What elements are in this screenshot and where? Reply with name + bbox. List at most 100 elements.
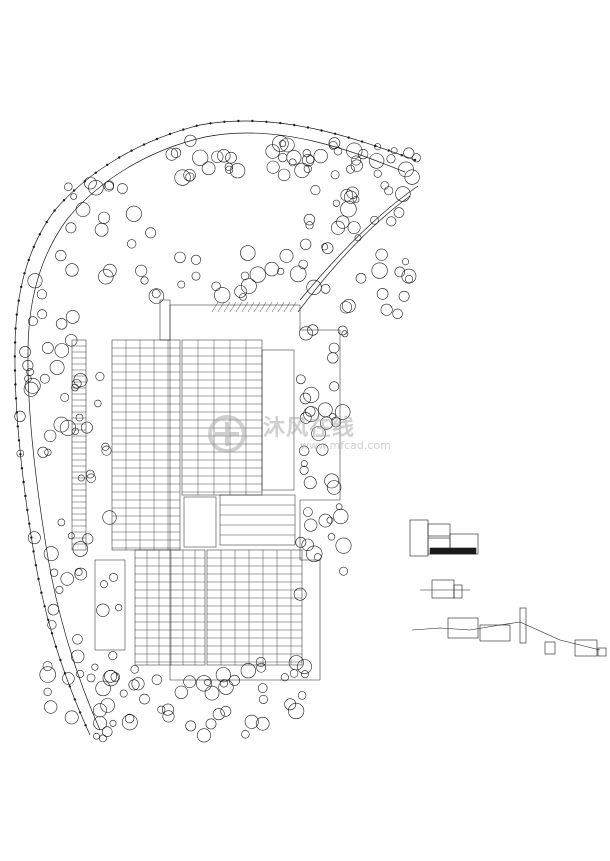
road-marker-dot <box>20 285 23 289</box>
tree-symbol <box>395 186 411 202</box>
tree-symbol <box>299 465 309 475</box>
tree-symbol <box>54 343 69 358</box>
tree-symbol <box>330 170 340 180</box>
tree-symbol <box>55 250 67 262</box>
tree-symbol <box>240 271 250 281</box>
road-marker-dot <box>24 494 27 498</box>
tree-symbol <box>401 268 417 284</box>
road-marker-dot <box>195 124 198 128</box>
tree-symbol <box>101 726 113 738</box>
tree-symbol <box>271 135 289 152</box>
tree-symbol <box>101 442 110 451</box>
tree-symbol <box>303 164 312 173</box>
parking-stripe <box>271 301 279 313</box>
tree-symbol <box>306 545 323 562</box>
road-marker-dot <box>251 119 254 123</box>
tree-symbol <box>328 140 338 150</box>
tree-symbol <box>95 371 105 381</box>
road-marker-dot <box>63 672 67 675</box>
tree-symbol <box>280 673 289 682</box>
tree-symbol <box>299 392 312 405</box>
tree-symbol <box>286 150 302 166</box>
road-marker-dot <box>155 137 159 141</box>
tree-symbol <box>305 221 314 230</box>
tree-symbol <box>84 176 97 190</box>
road-marker-dot <box>47 618 50 621</box>
tree-symbol <box>72 634 83 645</box>
tree-symbol <box>43 546 59 562</box>
tree-symbol <box>351 155 362 166</box>
road-marker-dot <box>59 658 62 662</box>
tree-symbol <box>174 685 188 699</box>
road-marker-dot <box>347 136 350 139</box>
tree-symbol <box>27 273 43 289</box>
tree-symbol <box>376 288 389 300</box>
tree-symbol <box>370 215 379 225</box>
tree-symbol <box>279 137 295 153</box>
tree-symbol <box>185 172 195 182</box>
section-details <box>409 519 607 657</box>
tree-symbol <box>354 234 362 242</box>
road-marker-dot <box>106 163 109 166</box>
parking-stripe <box>289 301 297 313</box>
tree-symbol <box>103 263 117 278</box>
tree-symbol <box>380 303 393 316</box>
road-marker-dot <box>320 129 323 132</box>
tree-symbol <box>131 677 145 691</box>
road-marker-dot <box>43 605 46 608</box>
tree-symbol <box>174 169 191 186</box>
tree-symbol <box>328 137 341 149</box>
tree-symbol <box>162 703 175 716</box>
tree-symbol <box>218 679 234 695</box>
parking-stripe <box>235 301 243 313</box>
road-marker-dot <box>34 564 38 567</box>
tree-symbol <box>266 160 280 174</box>
tree-symbol <box>340 188 354 202</box>
tree-symbol <box>297 691 307 700</box>
tree-symbol <box>73 373 88 388</box>
tree-symbol <box>330 416 342 428</box>
road-marker-dot <box>94 171 98 174</box>
tree-symbol <box>279 248 294 263</box>
tree-symbol <box>339 301 353 314</box>
tree-symbol <box>299 412 312 424</box>
tree-symbol <box>341 298 356 313</box>
tree-symbol <box>93 716 107 730</box>
tree-symbol <box>27 531 41 545</box>
road-marker-dot <box>20 467 24 470</box>
tree-symbol <box>86 673 96 683</box>
road-marker-dot <box>84 724 87 727</box>
tree-symbol <box>264 261 279 277</box>
tree-symbol <box>234 285 247 298</box>
tree-symbol <box>288 655 304 671</box>
tree-symbol <box>293 587 307 601</box>
tree-symbol <box>94 399 102 408</box>
road-marker-dot <box>53 209 56 212</box>
road-marker-dot <box>30 536 33 539</box>
tree-symbol <box>93 703 108 718</box>
tree-symbol <box>295 536 307 548</box>
tree-symbol <box>288 158 297 167</box>
tree-symbol <box>324 473 340 489</box>
tree-symbol <box>239 293 247 301</box>
tree-symbol <box>74 567 88 581</box>
road-marker-dot <box>40 591 43 594</box>
road-marker-dot <box>68 685 72 688</box>
tree-symbol <box>304 518 318 532</box>
tree-symbol <box>341 330 349 338</box>
tree-symbol <box>240 245 256 261</box>
tree-symbol <box>24 375 32 383</box>
tree-symbol <box>298 326 313 341</box>
tree-symbol <box>99 734 107 743</box>
road-marker-dot <box>17 439 21 442</box>
road-marker-dot <box>32 245 35 249</box>
tree-symbol <box>326 480 342 495</box>
tree-symbol <box>74 568 83 576</box>
tree-symbol <box>394 266 406 278</box>
tree-symbol <box>393 207 405 218</box>
road-marker-dot <box>13 355 17 358</box>
road-marker-dot <box>223 120 226 124</box>
tree-symbol <box>358 149 369 160</box>
tree-symbol <box>93 732 100 740</box>
tree-symbol <box>121 714 138 731</box>
